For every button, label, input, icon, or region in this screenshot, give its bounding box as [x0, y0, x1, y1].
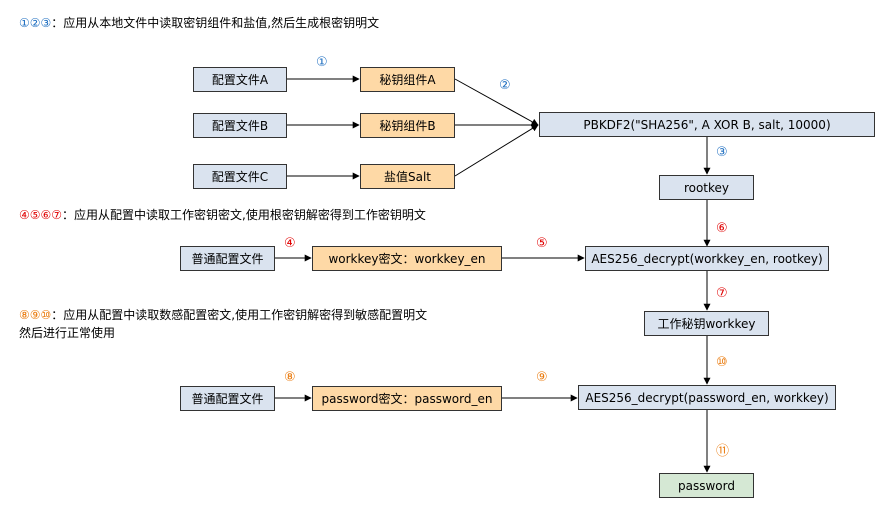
- section-1-text: ：应用从本地文件中读取密钥组件和盐值,然后生成根密钥明文: [51, 16, 380, 30]
- step-5-marker: ⑤: [536, 236, 548, 251]
- step-1-marker: ①: [316, 55, 328, 70]
- section-3-caption: ⑧⑨⑩：应用从配置中读取数感配置密文,使用工作密钥解密得到敏感配置明文: [19, 307, 427, 323]
- normal-config-file-2-node: 普通配置文件: [180, 386, 275, 411]
- aes-decrypt-password-node: AES256_decrypt(password_en, workkey): [578, 385, 836, 410]
- password-ciphertext-node: password密文：password_en: [312, 386, 502, 411]
- key-component-a-node: 秘钥组件A: [360, 67, 455, 92]
- step-11-marker: ⑪: [716, 444, 730, 459]
- config-file-b-node: 配置文件B: [193, 113, 287, 138]
- workkey-node: 工作秘钥workkey: [644, 311, 769, 336]
- section-3-caption-line2: 然后进行正常使用: [19, 326, 116, 340]
- config-file-c-node: 配置文件C: [193, 164, 287, 189]
- section-3-text: ：应用从配置中读取数感配置密文,使用工作密钥解密得到敏感配置明文: [51, 308, 428, 322]
- step-10-marker: ⑩: [716, 355, 728, 370]
- section-2-markers: ④⑤⑥⑦: [19, 208, 63, 222]
- step-9-marker: ⑨: [536, 370, 548, 385]
- salt-node: 盐值Salt: [360, 164, 455, 189]
- aes-decrypt-workkey-node: AES256_decrypt(workkey_en, rootkey): [585, 246, 829, 271]
- rootkey-node: rootkey: [659, 175, 754, 200]
- step-4-marker: ④: [284, 236, 296, 251]
- key-component-b-node: 秘钥组件B: [360, 113, 455, 138]
- step-2-marker: ②: [499, 78, 511, 93]
- step-3-marker: ③: [716, 145, 728, 160]
- section-2-caption: ④⑤⑥⑦：应用从配置中读取工作密钥密文,使用根密钥解密得到工作密钥明文: [19, 207, 426, 223]
- section-2-text: ：应用从配置中读取工作密钥密文,使用根密钥解密得到工作密钥明文: [62, 208, 426, 222]
- normal-config-file-1-node: 普通配置文件: [180, 246, 275, 271]
- section-1-markers: ①②③: [19, 16, 52, 30]
- section-1-caption: ①②③：应用从本地文件中读取密钥组件和盐值,然后生成根密钥明文: [19, 15, 379, 31]
- step-8-marker: ⑧: [284, 370, 296, 385]
- step-6-marker: ⑥: [716, 221, 728, 236]
- workkey-ciphertext-node: workkey密文：workkey_en: [312, 246, 502, 271]
- password-node: password: [659, 473, 754, 498]
- edge-salt-to-pbkdf2: [454, 124, 539, 177]
- config-file-a-node: 配置文件A: [193, 67, 287, 92]
- section-3-markers: ⑧⑨⑩: [19, 308, 52, 322]
- step-7-marker: ⑦: [716, 286, 728, 301]
- pbkdf2-node: PBKDF2("SHA256", A XOR B, salt, 10000): [539, 112, 875, 137]
- edge-key-a-to-pbkdf2: [454, 78, 539, 126]
